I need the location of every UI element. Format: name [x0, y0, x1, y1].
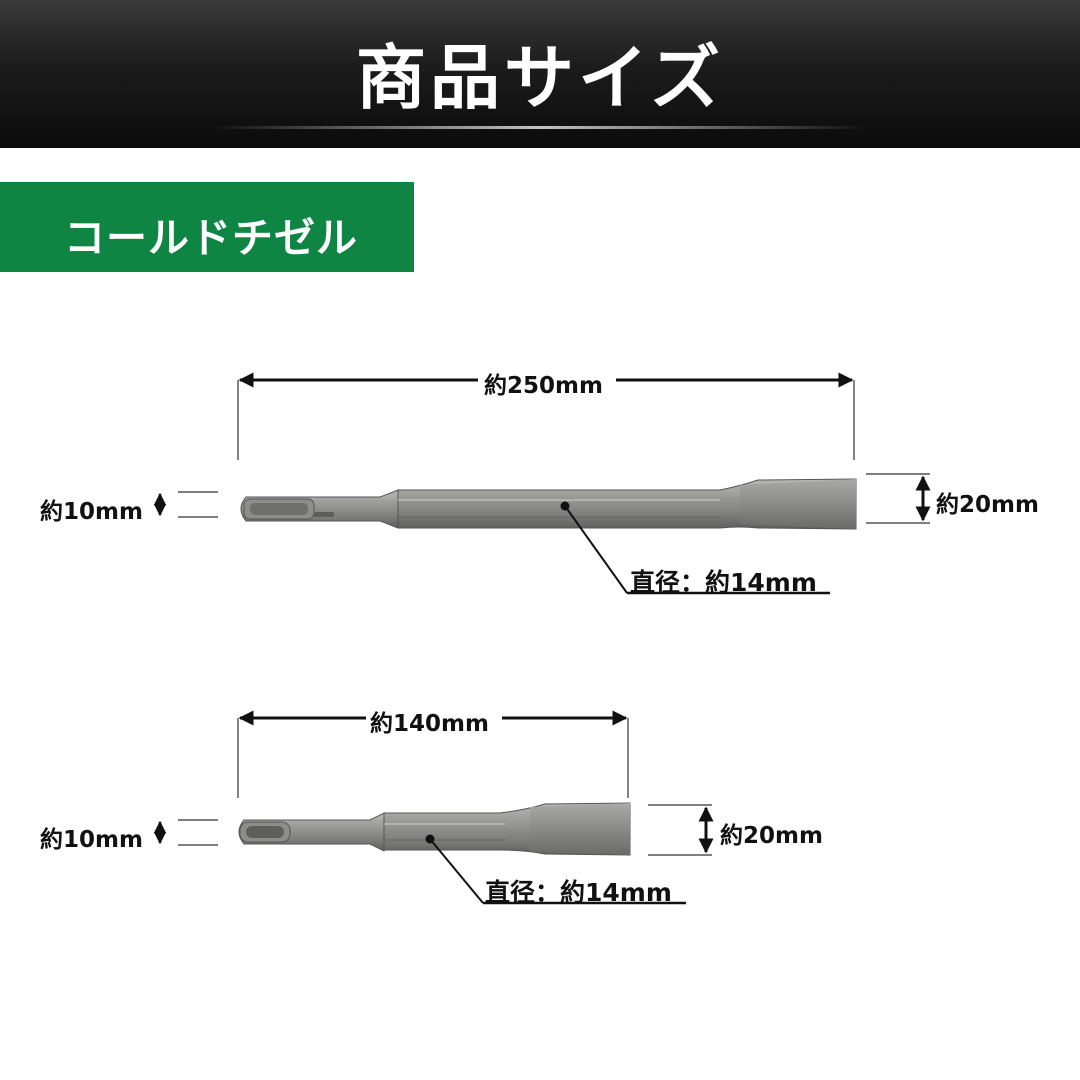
header-bar [0, 0, 1080, 148]
chisel-long [153, 372, 931, 595]
page-title: 商品サイズ [356, 37, 724, 119]
category-band [0, 182, 414, 272]
chisel-short-diameter-label: 直径：約14mm [485, 878, 672, 907]
header-divider [210, 126, 870, 129]
chisel-long-tip-label: 約20mm [936, 492, 1039, 518]
category-label: コールドチゼル [64, 214, 358, 262]
chisel-long-length-label: 約250mm [484, 373, 603, 399]
chisel-short-shank-label: 約10mm [40, 827, 143, 853]
chisel-short-tip-label: 約20mm [720, 823, 823, 849]
chisel-short-length-label: 約140mm [370, 711, 489, 737]
chisel-short [153, 710, 714, 905]
chisel-long-diameter-label: 直径：約14mm [630, 568, 817, 597]
chisel-long-shank-label: 約10mm [40, 499, 143, 525]
